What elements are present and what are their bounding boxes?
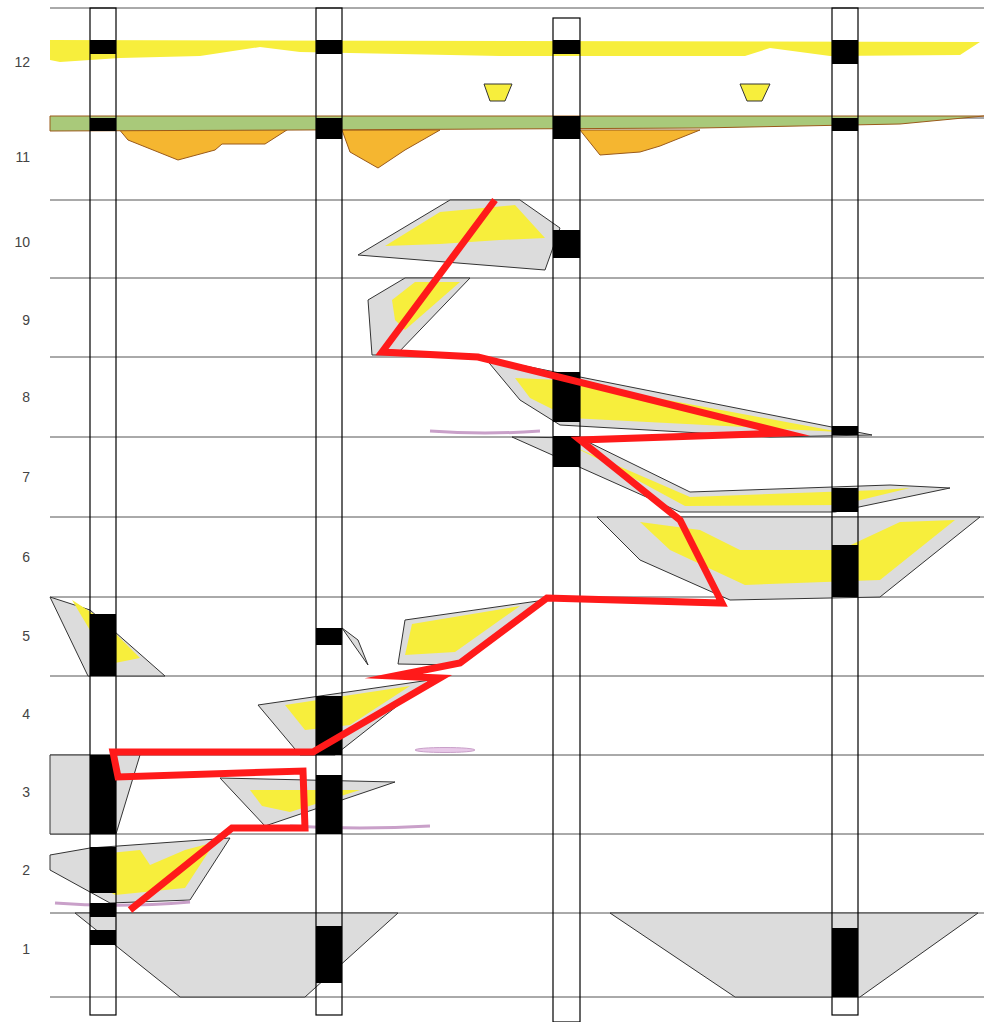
row-number: 9 <box>22 312 30 328</box>
row-number: 3 <box>22 784 30 800</box>
sequence-line <box>113 200 785 910</box>
row-number: 8 <box>22 389 30 405</box>
sampling-columns <box>90 8 858 1022</box>
row-number: 1 <box>22 941 30 957</box>
row-number: 5 <box>22 628 30 644</box>
row-number: 2 <box>22 862 30 878</box>
row-number: 11 <box>15 149 30 165</box>
sample-blocks <box>90 40 858 997</box>
row-number: 10 <box>14 234 30 250</box>
row-number: 6 <box>22 549 30 565</box>
row-number: 7 <box>22 469 30 485</box>
row-number: 12 <box>14 54 30 70</box>
row-number: 4 <box>22 706 30 722</box>
